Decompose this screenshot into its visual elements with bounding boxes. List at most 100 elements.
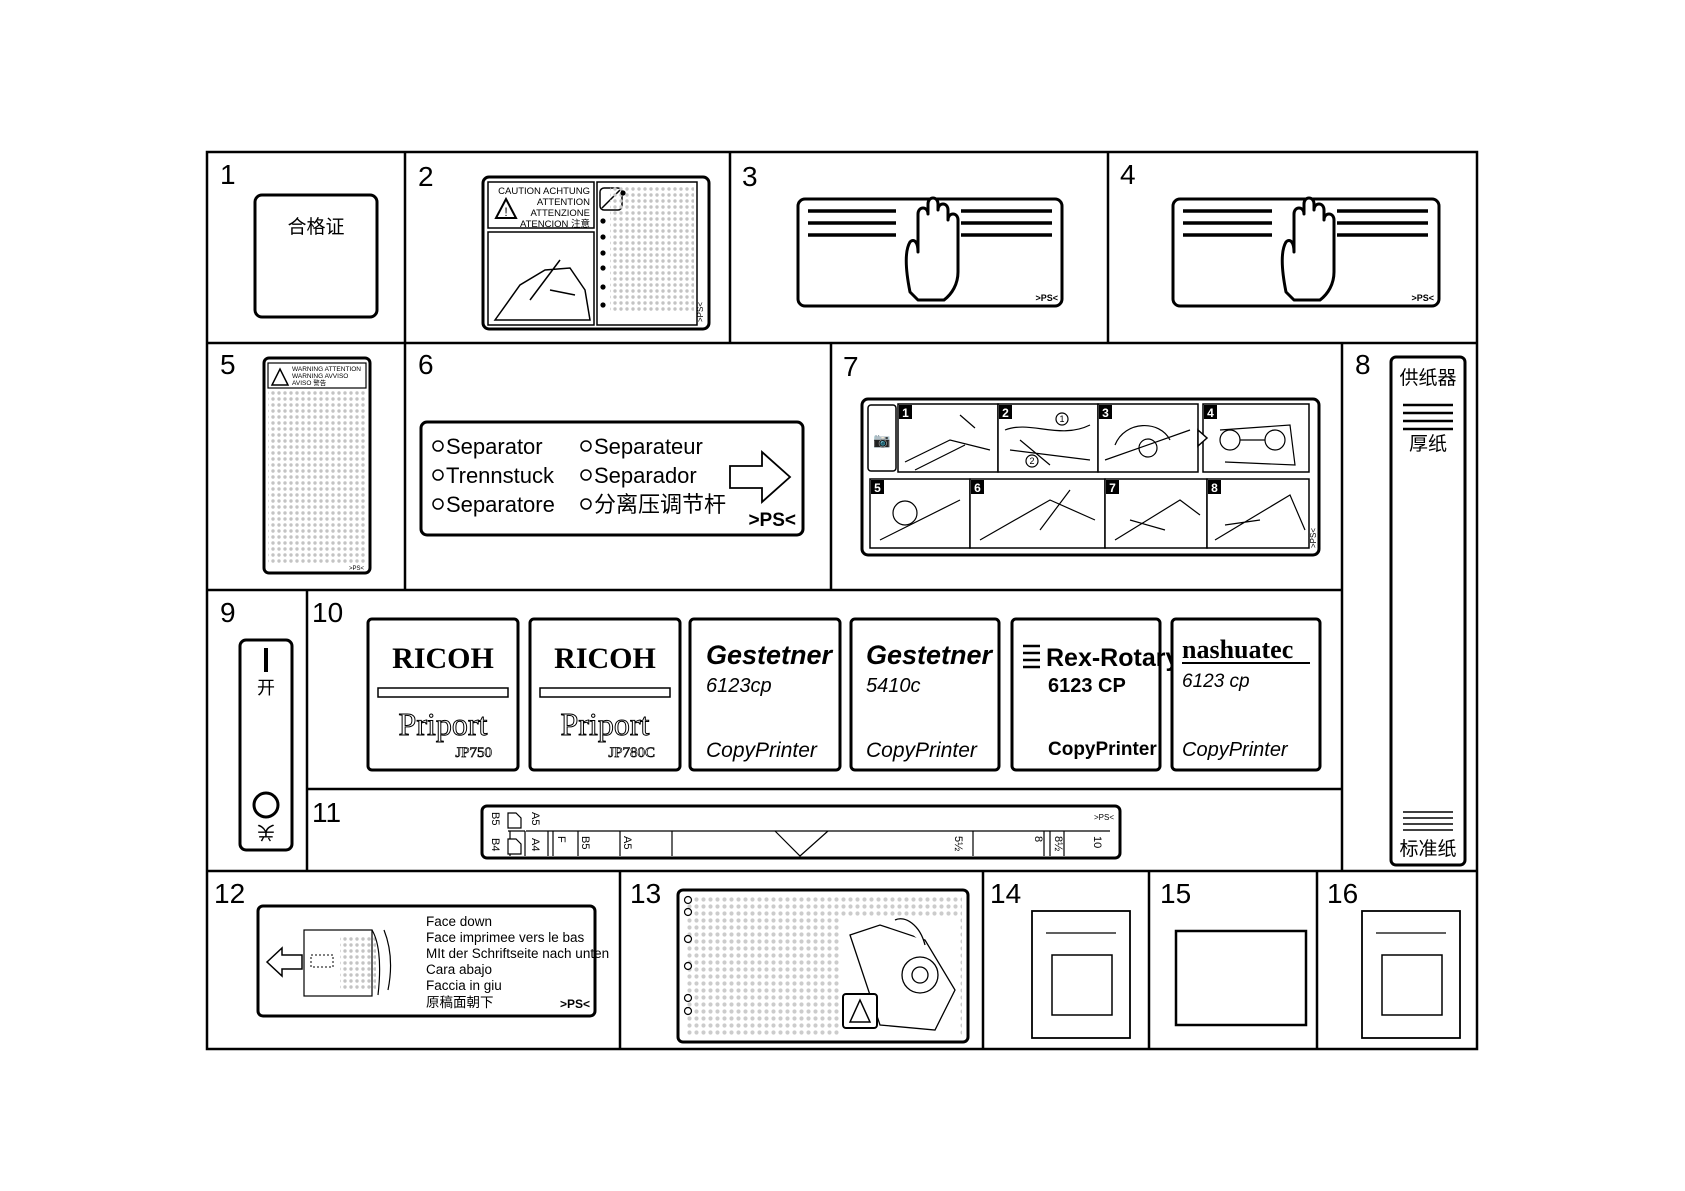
- warning-triangle-icon: [494, 196, 518, 219]
- panel-number-14: 14: [990, 878, 1021, 909]
- panel-10-logos: RICOH Priport JP750 RICOH Priport JP780C…: [366, 617, 1322, 772]
- separator-fr: Separateur: [594, 434, 703, 459]
- ps-mark: >PS<: [696, 302, 705, 322]
- face-down-en: Face down: [426, 914, 492, 929]
- power-off-icon: [252, 791, 280, 819]
- bullet-list: [683, 895, 693, 1016]
- svg-text:CopyPrinter: CopyPrinter: [706, 739, 818, 762]
- svg-text:RICOH: RICOH: [392, 642, 494, 675]
- panel-number-16: 16: [1327, 878, 1358, 909]
- logo-gestetner-6123cp: Gestetner 6123cp CopyPrinter: [688, 617, 842, 772]
- grid-frame: [205, 150, 1479, 1051]
- panel-number-8: 8: [1355, 349, 1371, 380]
- svg-text:6123cp: 6123cp: [706, 675, 772, 697]
- standard-paper-label: 标准纸: [1399, 838, 1456, 860]
- size-10: 10: [1091, 836, 1103, 848]
- warning-line-2: WARNING AVVISO: [292, 373, 348, 380]
- step-2: 2: [1002, 406, 1009, 420]
- off-label: 关: [257, 822, 275, 842]
- size-a5-scale: A5: [621, 836, 633, 849]
- ps-mark: >PS<: [1309, 528, 1318, 548]
- panel-number-13: 13: [630, 878, 661, 909]
- panel-number-15: 15: [1160, 878, 1191, 909]
- logo-nashuatec: nashuatec 6123 cp CopyPrinter: [1170, 617, 1322, 772]
- panel-number-5: 5: [220, 349, 236, 380]
- step-6: 6: [974, 481, 981, 495]
- separator-es: Separador: [594, 463, 697, 488]
- logo-ricoh-jp780c: RICOH Priport JP780C: [528, 617, 682, 772]
- arrow-left-icon: [265, 946, 303, 978]
- svg-text:6123 cp: 6123 cp: [1182, 671, 1250, 692]
- svg-text:!: !: [504, 205, 507, 219]
- panel-4-label: >PS<: [1171, 196, 1441, 308]
- step-3: 3: [1102, 406, 1109, 420]
- callout-1: 1: [1059, 414, 1064, 424]
- svg-text:JP750: JP750: [455, 745, 492, 761]
- svg-text:Rex-Rotary: Rex-Rotary: [1046, 644, 1179, 672]
- caution-line-1: CAUTION ACHTUNG: [498, 186, 590, 197]
- fuser-illustration: [487, 231, 595, 326]
- callout-2: 2: [1029, 456, 1034, 466]
- separator-zh: 分离压调节杆: [594, 492, 726, 517]
- face-down-zh: 原稿面朝下: [426, 995, 494, 1010]
- svg-text:5410c: 5410c: [866, 675, 921, 697]
- separator-it: Separatore: [446, 492, 555, 517]
- warning-triangle-icon: [270, 367, 290, 386]
- svg-text:CopyPrinter: CopyPrinter: [866, 739, 978, 762]
- panel-14-label: [1031, 910, 1131, 1039]
- size-b4: B4: [489, 838, 501, 851]
- ps-mark: >PS<: [1035, 293, 1058, 303]
- ps-mark: >PS<: [349, 566, 365, 572]
- panel-number-10: 10: [312, 597, 343, 628]
- arrow-right-icon: [729, 449, 792, 505]
- paper-size-scale: [508, 830, 1110, 857]
- standard-paper-lines-icon: [1403, 811, 1453, 831]
- ps-mark: >PS<: [748, 510, 796, 531]
- panel-8-label: 供纸器 厚纸 标准纸: [1389, 355, 1467, 867]
- warning-line-1: WARNING ATTENTION: [292, 366, 361, 373]
- face-down-it: Faccia in giu: [426, 978, 502, 993]
- size-f: F: [555, 836, 567, 843]
- panel-11-label: B5 B4 A5 A4 F B5 A5 5½ 8 8½ 10 >PS<: [480, 804, 1122, 860]
- panel-number-4: 4: [1120, 159, 1136, 190]
- size-b5: B5: [489, 812, 501, 825]
- panel-16-label: [1361, 910, 1461, 1039]
- caution-line-2: ATTENTION: [537, 197, 590, 208]
- ps-mark: >PS<: [1094, 813, 1114, 822]
- step-1: 1: [902, 406, 909, 420]
- panel-6-label: Separator Separateur Trennstuck Separado…: [419, 420, 805, 537]
- logo-gestetner-5410c: Gestetner 5410c CopyPrinter: [849, 617, 1001, 772]
- panel-13-label: [676, 888, 970, 1044]
- svg-text:JP780C: JP780C: [608, 745, 655, 761]
- size-8: 8: [1032, 836, 1044, 842]
- caution-line-3: ATTENZIONE: [531, 208, 590, 219]
- warning-line-3: AVISO 警告: [292, 378, 327, 387]
- panel-number-6: 6: [418, 349, 434, 380]
- ps-mark: >PS<: [1411, 293, 1434, 303]
- separator-de: Trennstuck: [446, 463, 555, 488]
- panel-number-9: 9: [220, 597, 236, 628]
- step-4: 4: [1207, 406, 1214, 420]
- svg-text:Priport: Priport: [399, 706, 488, 742]
- step-7: 7: [1109, 481, 1116, 495]
- size-8-half: 8½: [1052, 836, 1064, 851]
- panel-3-label: >PS<: [796, 196, 1064, 308]
- size-a5: A5: [529, 812, 541, 825]
- svg-text:Gestetner: Gestetner: [706, 640, 834, 670]
- panel-9-label: 开 关: [238, 638, 294, 852]
- thick-paper-label: 厚纸: [1409, 433, 1447, 455]
- panel-number-7: 7: [843, 351, 859, 382]
- logo-ricoh-jp750: RICOH Priport JP750: [366, 617, 520, 772]
- camera-icon: 📷: [873, 432, 890, 449]
- paper-orientation-icons: [507, 812, 522, 855]
- panel-12-label: Face down Face imprimee vers le bas MIt …: [256, 904, 609, 1018]
- face-down-es: Cara abajo: [426, 962, 492, 977]
- panel-number-11: 11: [312, 797, 341, 828]
- on-label: 开: [257, 678, 275, 698]
- ps-mark: >PS<: [560, 997, 590, 1011]
- size-5-half: 5½: [952, 836, 964, 851]
- panel-number-2: 2: [418, 161, 434, 192]
- caution-line-4: ATENCION 注意: [520, 218, 590, 230]
- panel-15-label: [1174, 929, 1308, 1027]
- svg-text:nashuatec: nashuatec: [1182, 635, 1293, 664]
